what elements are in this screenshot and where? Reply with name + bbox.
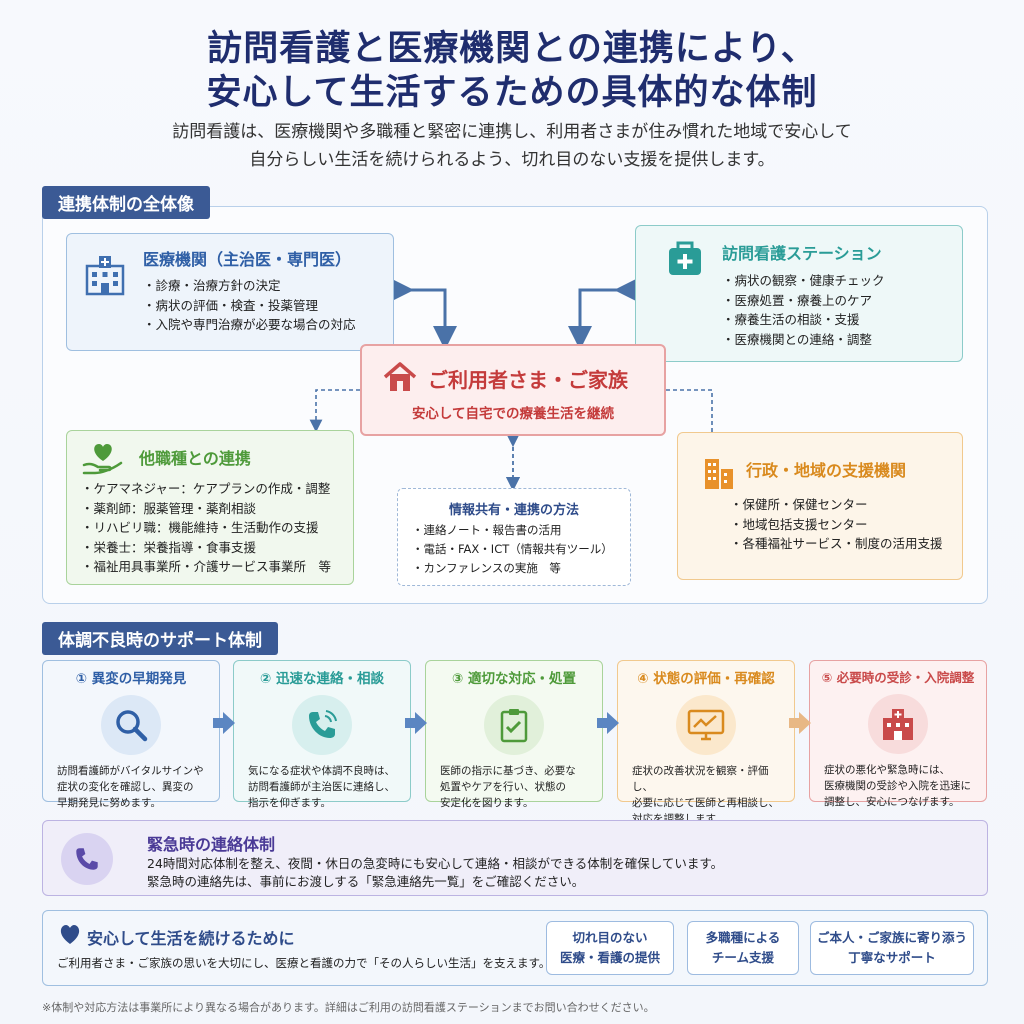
multi-profession-list: ケアマネジャー：ケアプランの作成・調整 薬剤師：服薬管理・薬剤相談 リハビリ職：… xyxy=(81,479,332,577)
closing-text: ご利用者さま・ご家族の思いを大切にし、医療と看護の力で「その人らしい生活」を支え… xyxy=(57,956,551,970)
user-family-subtitle: 安心して自宅での療養生活を継続 xyxy=(411,406,615,422)
emergency-line2: 緊急時の連絡先は、事前にお渡しする「緊急連絡先一覧」をご確認ください。 xyxy=(147,874,585,889)
heart-icon xyxy=(60,925,80,944)
nursing-station-title: 訪問看護ステーション xyxy=(722,244,882,263)
list-item: 各種福祉サービス・制度の活用支援 xyxy=(730,534,943,554)
government-support-title: 行政・地域の支援機関 xyxy=(746,461,907,480)
overview-section-tag: 連携体制の全体像 xyxy=(42,186,210,219)
step-title: ② 迅速な連絡・相談 xyxy=(259,671,385,687)
house-icon xyxy=(383,362,417,391)
step-arrow-icon xyxy=(597,712,619,734)
step-arrow-icon xyxy=(789,712,811,734)
arrow-user-gov xyxy=(666,389,713,432)
step-title: ⑤ 必要時の受診・入院調整 xyxy=(821,670,975,685)
list-item: 入院や専門治療が必要な場合の対応 xyxy=(143,315,356,335)
step-arrow-icon xyxy=(405,712,427,734)
step-title: ③ 適切な対応・処置 xyxy=(451,671,577,687)
emergency-contact-box: 緊急時の連絡体制 24時間対応体制を整え、夜間・休日の急変時にも安心して連絡・相… xyxy=(42,820,988,896)
phone-icon xyxy=(61,833,113,885)
list-item: カンファレンスの実施 等 xyxy=(412,559,613,578)
step-description: 気になる症状や体調不良時は、 訪問看護師が主治医に連絡し、 指示を仰ぎます。 xyxy=(248,765,395,809)
clipboard-icon xyxy=(484,695,544,755)
step-appropriate-care: ③ 適切な対応・処置 医師の指示に基づき、必要な 処置やケアを行い、状態の 安定… xyxy=(425,660,603,809)
feature-pill: ご本人・ご家族に寄り添う 丁寧なサポート xyxy=(810,921,974,975)
emergency-title: 緊急時の連絡体制 xyxy=(147,835,276,854)
arrow-station-user xyxy=(568,278,638,350)
user-family-title: ご利用者さま・ご家族 xyxy=(428,368,628,392)
list-item: 連絡ノート・報告書の活用 xyxy=(412,521,613,540)
feature-pill: 多職種による チーム支援 xyxy=(687,921,799,975)
support-section-tag: 体調不良時のサポート体制 xyxy=(42,622,278,655)
list-item: 薬剤師：服薬管理・薬剤相談 xyxy=(81,499,331,519)
step-quick-contact: ② 迅速な連絡・相談 気になる症状や体調不良時は、 訪問看護師が主治医に連絡し、… xyxy=(233,660,411,809)
list-item: 病状の観察・健康チェック xyxy=(722,271,885,291)
list-item: 地域包括支援センター xyxy=(730,515,943,535)
footnote: ※体制や対応方法は事業所により異なる場合があります。詳細はご利用の訪問看護ステー… xyxy=(42,1001,655,1014)
list-item: 医療処置・療養上のケア xyxy=(722,291,885,311)
lead-text-line2: 自分らしい生活を続けられるよう、切れ目のない支援を提供します。 xyxy=(249,150,775,170)
step-evaluation: ④ 状態の評価・再確認 症状の改善状況を観察・評価し、 必要に応じて医師と再相談… xyxy=(617,660,795,825)
nursing-station-list: 病状の観察・健康チェック 医療処置・療養上のケア 療養生活の相談・支援 医療機関… xyxy=(722,271,885,349)
list-item: 療養生活の相談・支援 xyxy=(722,310,885,330)
page-title-line2: 安心して生活するための具体的な体制 xyxy=(206,73,818,113)
heart-hand-icon xyxy=(82,444,123,475)
list-item: 保健所・保健センター xyxy=(730,495,943,515)
list-item: 福祉用具事業所・介護サービス事業所 等 xyxy=(81,557,332,577)
multi-profession-box: 他職種との連携 ケアマネジャー：ケアプランの作成・調整 薬剤師：服薬管理・薬剤相… xyxy=(66,430,354,585)
info-sharing-list: 連絡ノート・報告書の活用 電話・FAX・ICT（情報共有ツール） カンファレンス… xyxy=(412,521,613,578)
list-item: 診療・治療方針の決定 xyxy=(143,276,356,296)
list-item: 医療機関との連絡・調整 xyxy=(722,330,885,350)
medical-institution-list: 診療・治療方針の決定 病状の評価・検査・投薬管理 入院や専門治療が必要な場合の対… xyxy=(143,276,356,335)
list-item: 栄養士：栄養指導・食事支援 xyxy=(81,538,331,558)
hospital-icon xyxy=(868,694,928,754)
magnifier-icon xyxy=(101,695,161,755)
info-sharing-box: 情報共有・連携の方法 連絡ノート・報告書の活用 電話・FAX・ICT（情報共有ツ… xyxy=(397,488,631,586)
monitor-chart-icon xyxy=(676,695,736,755)
multi-profession-title: 他職種との連携 xyxy=(139,449,251,468)
hospital-building-icon xyxy=(85,256,125,296)
nurse-bag-icon xyxy=(669,241,701,275)
step-title: ① 異変の早期発見 xyxy=(75,671,187,687)
list-item: リハビリ職：機能維持・生活動作の支援 xyxy=(81,518,331,538)
medical-institution-box: 医療機関（主治医・専門医） 診療・治療方針の決定 病状の評価・検査・投薬管理 入… xyxy=(66,233,394,351)
page-title-line1: 訪問看護と医療機関との連携により、 xyxy=(207,29,817,69)
lead-text-line1: 訪問看護は、医療機関や多職種と緊密に連携し、利用者さまが住み慣れた地域で安心して xyxy=(172,122,852,142)
list-item: 病状の評価・検査・投薬管理 xyxy=(143,296,356,316)
connector-arrows xyxy=(309,278,713,492)
step-hospital-arrangement: ⑤ 必要時の受診・入院調整 症状の悪化や緊急時には、 医療機関の受診や入院を迅速… xyxy=(809,660,987,808)
step-description: 医師の指示に基づき、必要な 処置やケアを行い、状態の 安定化を図ります。 xyxy=(440,765,576,809)
medical-institution-title: 医療機関（主治医・専門医） xyxy=(143,250,352,269)
step-early-detection: ① 異変の早期発見 訪問看護師がバイタルサインや 症状の変化を確認し、異変の 早… xyxy=(42,660,220,809)
step-description: 症状の改善状況を観察・評価し、 必要に応じて医師と再相談し、 対応を調整します。 xyxy=(632,765,779,825)
arrow-user-multi xyxy=(309,389,360,433)
closing-box: 安心して生活を続けるために ご利用者さま・ご家族の思いを大切にし、医療と看護の力… xyxy=(42,910,988,986)
government-support-box: 行政・地域の支援機関 保健所・保健センター 地域包括支援センター 各種福祉サービ… xyxy=(677,432,963,580)
step-description: 訪問看護師がバイタルサインや 症状の変化を確認し、異変の 早期発見に努めます。 xyxy=(57,765,204,809)
emergency-line1: 24時間対応体制を整え、夜間・休日の急変時にも安心して連絡・相談ができる体制を確… xyxy=(147,856,724,871)
step-description: 症状の悪化や緊急時には、 医療機関の受診や入院を迅速に 調整し、安心につなげます… xyxy=(824,764,971,808)
nursing-station-box: 訪問看護ステーション 病状の観察・健康チェック 医療処置・療養上のケア 療養生活… xyxy=(635,225,963,362)
phone-icon xyxy=(292,695,352,755)
office-buildings-icon xyxy=(705,459,733,489)
list-item: 電話・FAX・ICT（情報共有ツール） xyxy=(412,540,613,559)
list-item: ケアマネジャー：ケアプランの作成・調整 xyxy=(81,479,331,499)
info-sharing-title: 情報共有・連携の方法 xyxy=(448,503,579,518)
arrow-medical-user xyxy=(390,278,457,350)
step-arrow-icon xyxy=(213,712,235,734)
closing-title: 安心して生活を続けるために xyxy=(87,929,295,948)
step-title: ④ 状態の評価・再確認 xyxy=(637,671,775,687)
feature-pill: 切れ目のない 医療・看護の提供 xyxy=(546,921,674,975)
government-support-list: 保健所・保健センター 地域包括支援センター 各種福祉サービス・制度の活用支援 xyxy=(730,495,943,554)
user-family-box: ご利用者さま・ご家族 安心して自宅での療養生活を継続 xyxy=(360,344,666,436)
